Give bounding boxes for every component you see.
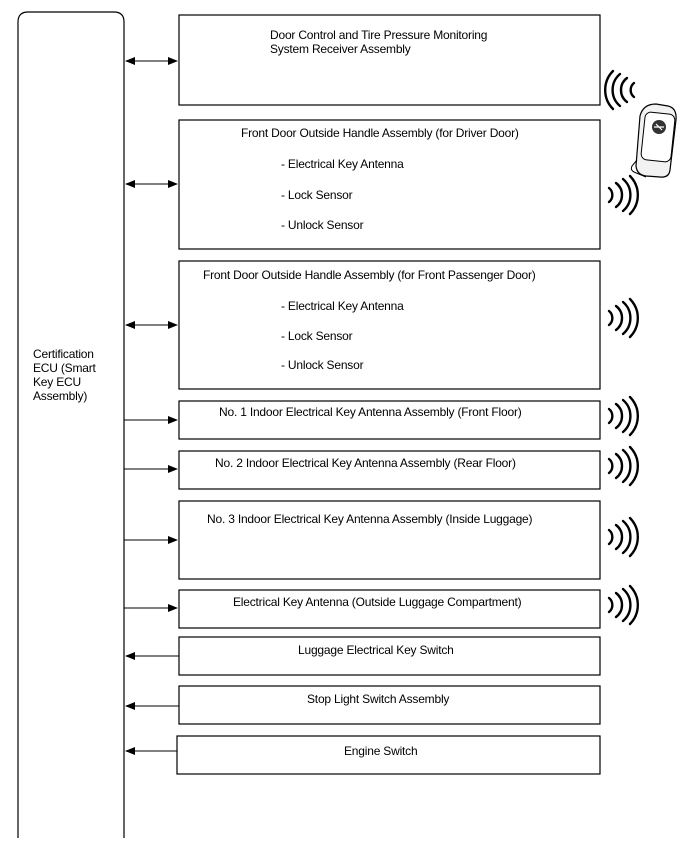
receiver-title: Door Control and Tire Pressure Monitorin… — [270, 28, 487, 56]
radio-waves-icon — [607, 297, 640, 339]
outside-luggage-antenna-title: Electrical Key Antenna (Outside Luggage … — [233, 595, 522, 609]
ecu-label-line: Assembly) — [33, 389, 88, 403]
stop-light-switch-title: Stop Light Switch Assembly — [307, 692, 450, 706]
component-box-indoor-antenna-3 — [178, 500, 601, 580]
receiver-title-line: System Receiver Assembly — [270, 42, 411, 56]
component-box-indoor-antenna-1 — [178, 400, 601, 440]
electrical-key-fob-icon — [630, 103, 677, 178]
indoor-antenna-3-title: No. 3 Indoor Electrical Key Antenna Asse… — [207, 512, 533, 526]
component-box-outside-luggage-antenna — [178, 589, 601, 629]
passenger-handle-title: Front Door Outside Handle Assembly (for … — [203, 268, 536, 282]
ecu-label-line: Key ECU — [33, 375, 81, 389]
passenger-handle-sub-item: - Unlock Sensor — [281, 358, 364, 372]
component-box-engine-switch — [176, 735, 601, 775]
luggage-switch-title: Luggage Electrical Key Switch — [298, 643, 454, 657]
driver-handle-sub-item: - Lock Sensor — [281, 188, 353, 202]
ecu-label: Certification ECU (Smart Key ECU Assembl… — [33, 347, 113, 403]
indoor-antenna-2-title: No. 2 Indoor Electrical Key Antenna Asse… — [215, 456, 516, 470]
driver-handle-sub-item: - Electrical Key Antenna — [281, 157, 404, 171]
component-box-receiver — [178, 14, 601, 106]
radio-waves-icon — [603, 69, 636, 111]
component-box-luggage-switch — [178, 636, 601, 676]
radio-waves-icon — [607, 445, 640, 487]
component-box-indoor-antenna-2 — [178, 450, 601, 490]
component-box-stop-light-switch — [178, 685, 601, 725]
engine-switch-title: Engine Switch — [344, 744, 418, 758]
radio-waves-icon — [607, 516, 640, 558]
driver-handle-sub-item: - Unlock Sensor — [281, 218, 364, 232]
ecu-label-line: Certification — [33, 347, 94, 361]
radio-waves-icon — [607, 174, 640, 216]
radio-waves-icon — [607, 395, 640, 437]
passenger-handle-sub-item: - Electrical Key Antenna — [281, 299, 404, 313]
radio-waves-icon — [607, 584, 640, 626]
component-box-passenger-handle — [178, 260, 601, 390]
indoor-antenna-1-title: No. 1 Indoor Electrical Key Antenna Asse… — [219, 405, 522, 419]
ecu-label-line: ECU (Smart — [33, 361, 96, 375]
component-box-driver-handle — [178, 119, 601, 250]
ecu-bar — [17, 11, 125, 838]
receiver-title-line: Door Control and Tire Pressure Monitorin… — [270, 28, 488, 42]
driver-handle-title: Front Door Outside Handle Assembly (for … — [241, 126, 519, 140]
passenger-handle-sub-item: - Lock Sensor — [281, 329, 353, 343]
